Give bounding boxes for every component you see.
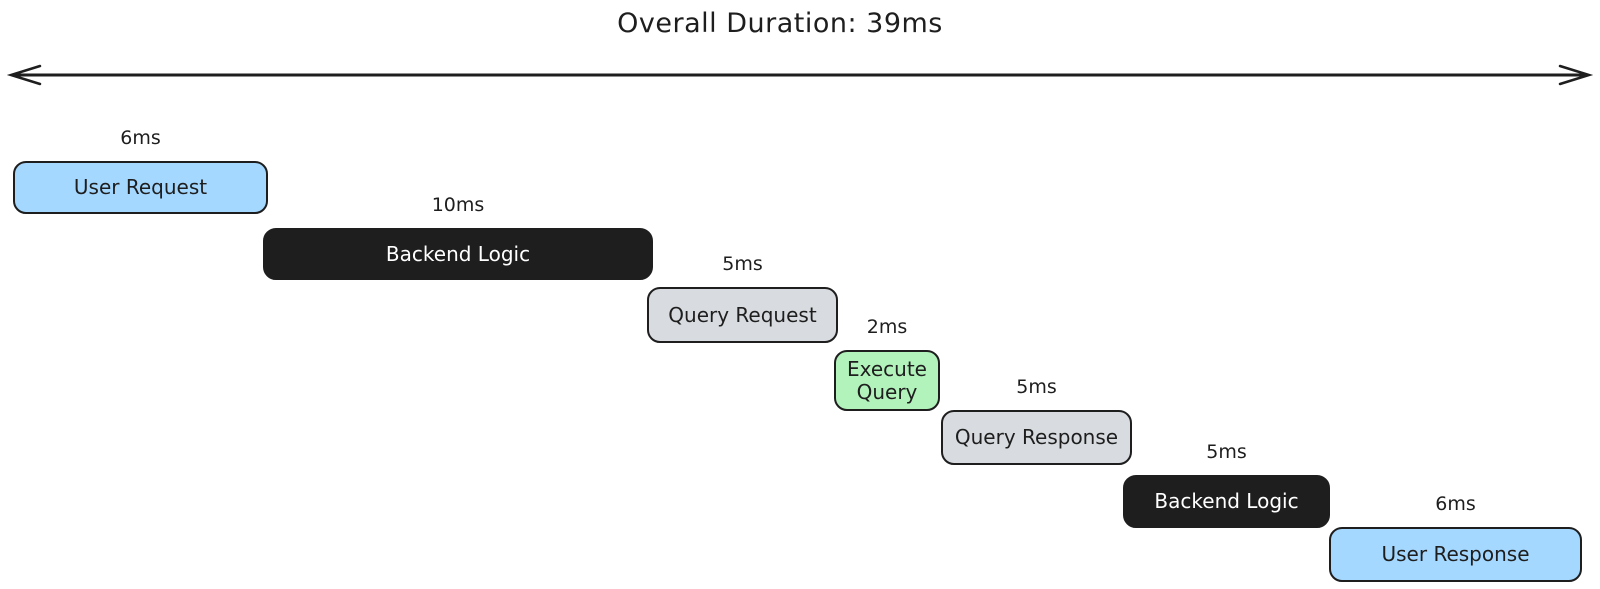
duration-label: 5ms (722, 253, 763, 275)
double-headed-arrow-icon (6, 64, 1594, 86)
diagram-title: Overall Duration: 39ms (617, 8, 943, 39)
duration-label: 6ms (120, 127, 161, 149)
duration-label: 5ms (1206, 441, 1247, 463)
step-backend-logic-1: 10ms Backend Logic (263, 194, 653, 280)
step-box-backend-logic-2: Backend Logic (1123, 475, 1330, 528)
step-query-response: 5ms Query Response (941, 376, 1132, 465)
step-box-backend-logic-1: Backend Logic (263, 228, 653, 280)
duration-label: 10ms (431, 194, 485, 216)
step-query-request: 5ms Query Request (647, 253, 838, 343)
duration-label: 2ms (866, 316, 908, 338)
duration-label: 5ms (1016, 376, 1057, 398)
overall-duration-arrow (0, 60, 1600, 90)
step-backend-logic-2: 5ms Backend Logic (1123, 441, 1330, 528)
step-execute-query: 2ms Execute Query (834, 316, 940, 411)
step-box-execute-query: Execute Query (834, 350, 940, 411)
step-box-query-request: Query Request (647, 287, 838, 343)
step-user-response: 6ms User Response (1329, 493, 1582, 582)
step-box-query-response: Query Response (941, 410, 1132, 465)
step-box-user-request: User Request (13, 161, 268, 214)
step-box-user-response: User Response (1329, 527, 1582, 582)
duration-label: 6ms (1435, 493, 1476, 515)
step-user-request: 6ms User Request (13, 127, 268, 214)
